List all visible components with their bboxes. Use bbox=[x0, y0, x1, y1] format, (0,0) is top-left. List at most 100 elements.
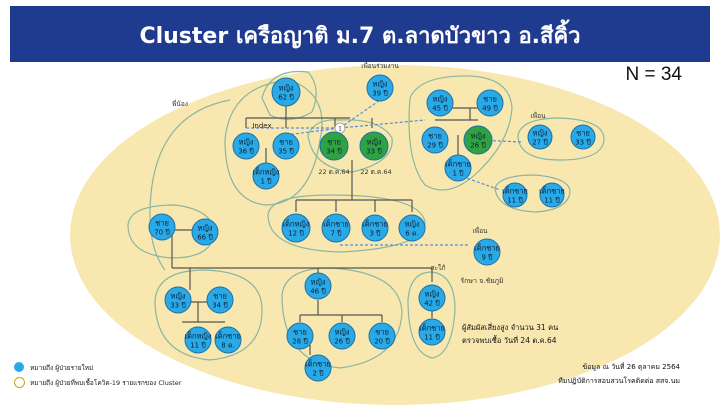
person-node-sex: หญิง bbox=[373, 80, 388, 89]
person-node-circle bbox=[476, 89, 504, 117]
person-node-age: 33 ปี bbox=[170, 302, 186, 310]
person-node-circle bbox=[570, 124, 596, 150]
person-node-age: 1 ปี bbox=[260, 178, 272, 186]
group-outline-sibling bbox=[149, 99, 231, 271]
person-node-age: 33 ปี bbox=[575, 139, 591, 147]
person-node-circle bbox=[502, 182, 528, 208]
person-node: เด็กหญิง1 ปี bbox=[252, 162, 280, 190]
legend-new-case-text: หมายถึง ผู้ป่วยรายใหม่ bbox=[30, 364, 94, 372]
label-index: Index bbox=[252, 122, 271, 130]
legend-new-case-dot bbox=[14, 362, 24, 372]
label-coworker: เพื่อนร่วมงาน bbox=[361, 61, 399, 70]
person-node: หญิง36 ปี bbox=[232, 132, 260, 160]
group-outline-right-family bbox=[407, 271, 456, 359]
person-node-sex: ชาย bbox=[428, 132, 442, 141]
person-node-circle bbox=[473, 238, 501, 266]
background-ellipse bbox=[70, 65, 720, 405]
person-node: เด็กหญิง11 ปี bbox=[184, 326, 212, 354]
person-node-circle bbox=[368, 322, 396, 350]
person-node-circle bbox=[191, 218, 219, 246]
group-outline-left-family bbox=[154, 269, 263, 361]
person-node-circle bbox=[426, 89, 454, 117]
person-node-age: 2 ปี bbox=[312, 370, 324, 378]
person-node-age: 11 ปี bbox=[507, 197, 523, 205]
person-node-circle bbox=[463, 125, 493, 155]
person-node-circle bbox=[418, 284, 446, 312]
person-node-sex: ชาย bbox=[279, 138, 293, 147]
person-node-age: 8 ด. bbox=[221, 342, 234, 350]
person-node-circle bbox=[366, 74, 394, 102]
person-node-circle bbox=[421, 126, 449, 154]
label-sibling: พี่น้อง bbox=[172, 99, 188, 108]
person-node-sex: หญิง bbox=[367, 138, 382, 147]
person-node-sex: เด็กหญิง bbox=[283, 219, 310, 229]
person-node-age: 66 ปี bbox=[197, 234, 213, 242]
person-node-circle bbox=[304, 272, 332, 300]
person-node-circle bbox=[539, 182, 565, 208]
person-node-sex: เด็กหญิง bbox=[185, 331, 212, 341]
person-node-circle bbox=[206, 286, 234, 314]
person-node: หญิง39 ปี bbox=[366, 74, 394, 102]
person-node-circle bbox=[359, 131, 389, 161]
person-node-sex: เด็กชาย bbox=[323, 219, 349, 229]
summary-line-2: ตรวจพบเชื้อ วันที่ 24 ต.ค.64 bbox=[462, 335, 557, 345]
person-node-age: 28 ปี bbox=[292, 338, 308, 346]
person-node: หญิง26 ปี bbox=[328, 322, 356, 350]
person-node-sex: หญิง bbox=[279, 84, 294, 93]
person-node-sex: หญิง bbox=[433, 95, 448, 104]
person-node: หญิง27 ปี bbox=[527, 124, 553, 150]
person-node-age: 1 ปี bbox=[452, 170, 464, 178]
person-node-age: 11 ปี bbox=[424, 334, 440, 342]
person-node-age: 9 ปี bbox=[481, 254, 493, 262]
contact-links bbox=[246, 99, 523, 246]
footer-date: ข้อมูล ณ วันที่ 26 ตุลาคม 2564 bbox=[582, 363, 680, 371]
person-node-sex: หญิง bbox=[198, 224, 213, 233]
person-node: หญิง62 ปี bbox=[271, 77, 301, 107]
person-node-sex: หญิง bbox=[471, 132, 486, 141]
person-node-age: 29 ปี bbox=[427, 142, 443, 150]
person-node-circle bbox=[361, 214, 389, 242]
person-node-circle bbox=[214, 326, 242, 354]
label-husband: สะใภ้ bbox=[431, 264, 446, 272]
person-node-sex: เด็กชาย bbox=[362, 219, 388, 229]
label-hospital: รักษา จ.ชัยภูมิ bbox=[460, 277, 503, 285]
person-node-age: 3 ปี bbox=[369, 230, 381, 238]
person-node-age: 39 ปี bbox=[372, 90, 388, 98]
person-node: หญิง46 ปี bbox=[304, 272, 332, 300]
person-node-circle bbox=[148, 213, 176, 241]
person-node-circle bbox=[184, 326, 212, 354]
person-node-age: 45 ปี bbox=[432, 105, 448, 113]
person-node-circle bbox=[418, 318, 446, 346]
person-node-sex: เด็กชาย bbox=[474, 243, 500, 253]
person-node-sex: ชาย bbox=[155, 219, 169, 228]
person-node-circle bbox=[328, 322, 356, 350]
label-friend-2: เพื่อน bbox=[473, 226, 488, 235]
person-node-age: 27 ปี bbox=[532, 139, 548, 147]
person-node-age: 11 ปี bbox=[190, 342, 206, 350]
page-title: Cluster เครือญาติ ม.7 ต.ลาดบัวขาว อ.สีคิ… bbox=[139, 24, 581, 49]
person-node-sex: ชาย bbox=[293, 328, 307, 337]
person-node-sex: หญิง bbox=[425, 290, 440, 299]
person-node-sex: หญิง bbox=[171, 292, 186, 301]
person-node-age: 42 ปี bbox=[424, 300, 440, 308]
label-friend-1: เพื่อน bbox=[531, 111, 546, 120]
person-node-age: 34 ปี bbox=[326, 148, 342, 156]
person-node: หญิง42 ปี bbox=[418, 284, 446, 312]
person-node-age: 26 ปี bbox=[470, 142, 486, 150]
person-node-circle bbox=[232, 132, 260, 160]
label-date-b: 22 ต.ค.64 bbox=[360, 168, 391, 176]
n-count-label: N = 34 bbox=[625, 64, 682, 85]
person-node-age: 35 ปี bbox=[278, 148, 294, 156]
